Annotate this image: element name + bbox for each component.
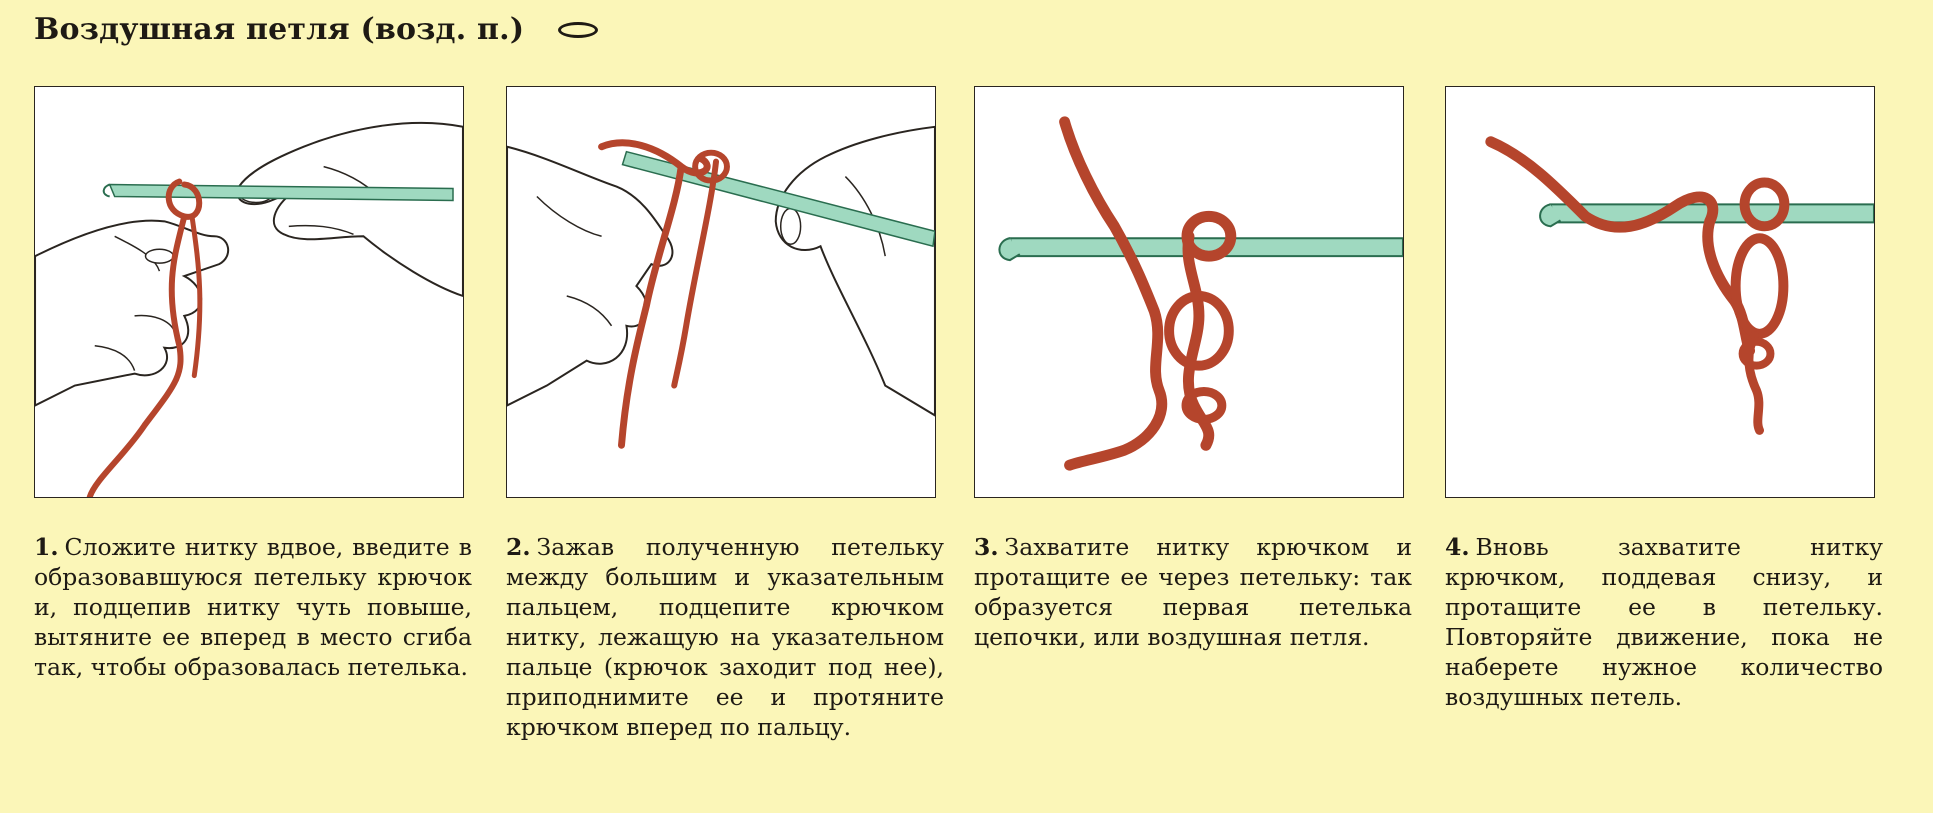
- step-3-illustration: [974, 86, 1404, 498]
- title-text: Воздушная петля (возд. п.): [34, 12, 525, 47]
- step-2-illustration: [506, 86, 936, 498]
- step-number: 3.: [974, 533, 999, 561]
- step-1-illustration: [34, 86, 464, 498]
- step-description: Захватите нитку крючком и протащите ее ч…: [974, 533, 1412, 651]
- step-number: 2.: [506, 533, 531, 561]
- step-4-illustration: [1445, 86, 1875, 498]
- step-4-text: 4.Вновь захватите нитку крючком, поддева…: [1445, 532, 1883, 712]
- page-title: Воздушная петля (возд. п.): [34, 12, 599, 47]
- hook-and-chain-icon: [1485, 136, 1874, 435]
- hook-and-loop-icon: [998, 116, 1403, 471]
- step-2-text: 2.Зажав полученную петельку между больши…: [506, 532, 944, 742]
- step-description: Сложите нитку вдвое, введите в образовав…: [34, 533, 472, 681]
- step-3-text: 3.Захватите нитку крючком и протащите ее…: [974, 532, 1412, 652]
- step-number: 4.: [1445, 533, 1470, 561]
- step-description: Зажав полученную петельку между большим …: [506, 533, 944, 741]
- step-description: Вновь захватите нитку крючком, поддевая …: [1445, 533, 1883, 711]
- hands-with-hook-icon: [35, 121, 463, 497]
- step-1-text: 1.Сложите нитку вдвое, введите в образов…: [34, 532, 472, 682]
- hands-with-hook-icon: [507, 125, 935, 449]
- chain-stitch-symbol-icon: [558, 21, 599, 38]
- step-number: 1.: [34, 533, 59, 561]
